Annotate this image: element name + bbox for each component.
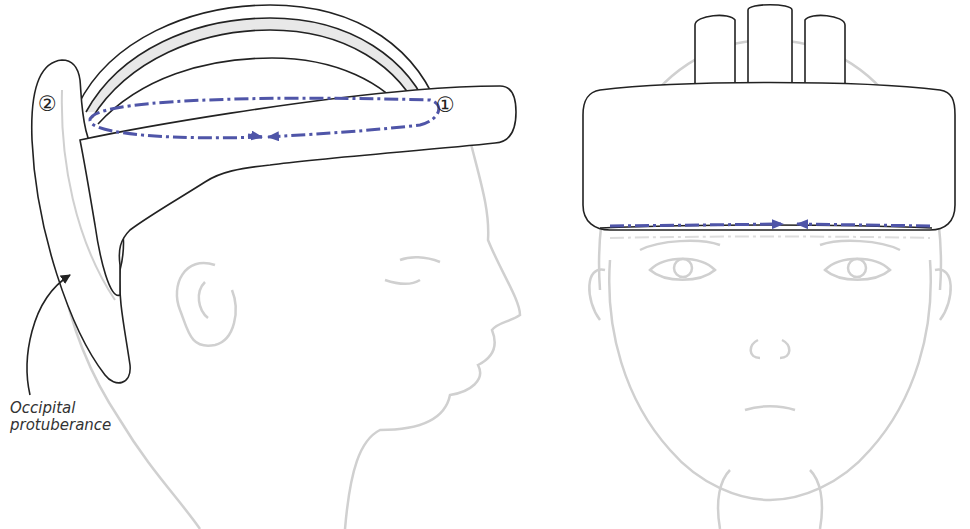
brim-line: [600, 225, 932, 228]
circumference-line: [610, 224, 930, 226]
headband: [80, 86, 516, 295]
circumference-line: [90, 98, 439, 138]
ear-right: [935, 270, 951, 320]
brow-line: [400, 257, 440, 262]
hidden-circumference: [610, 237, 930, 239]
vent-rib: [748, 5, 792, 95]
face-profile: [345, 140, 520, 529]
ear-inner: [199, 282, 208, 318]
eye-right: [825, 259, 890, 280]
helmet-front: [583, 5, 955, 230]
iris-right: [848, 259, 866, 277]
fit-arrowhead: [248, 135, 262, 137]
helmet-shell-front: [583, 83, 955, 231]
fit-arrow: [797, 224, 930, 226]
mouth: [745, 406, 795, 410]
eye-line: [385, 280, 420, 284]
callout-number: ②: [38, 92, 57, 116]
ear-left: [589, 270, 605, 320]
eye-left: [650, 259, 715, 280]
callout-number: ①: [436, 93, 455, 117]
fit-arrow: [610, 224, 783, 226]
ear: [177, 263, 236, 346]
nose: [751, 340, 790, 358]
part-label: Occipital protuberance: [10, 400, 130, 435]
brow-left: [640, 241, 720, 250]
fit-arrow: [90, 98, 439, 138]
leader-line: [27, 275, 70, 395]
brow-right: [820, 241, 900, 250]
neck: [718, 470, 822, 529]
face-outline: [609, 260, 931, 500]
iris-left: [674, 259, 692, 277]
